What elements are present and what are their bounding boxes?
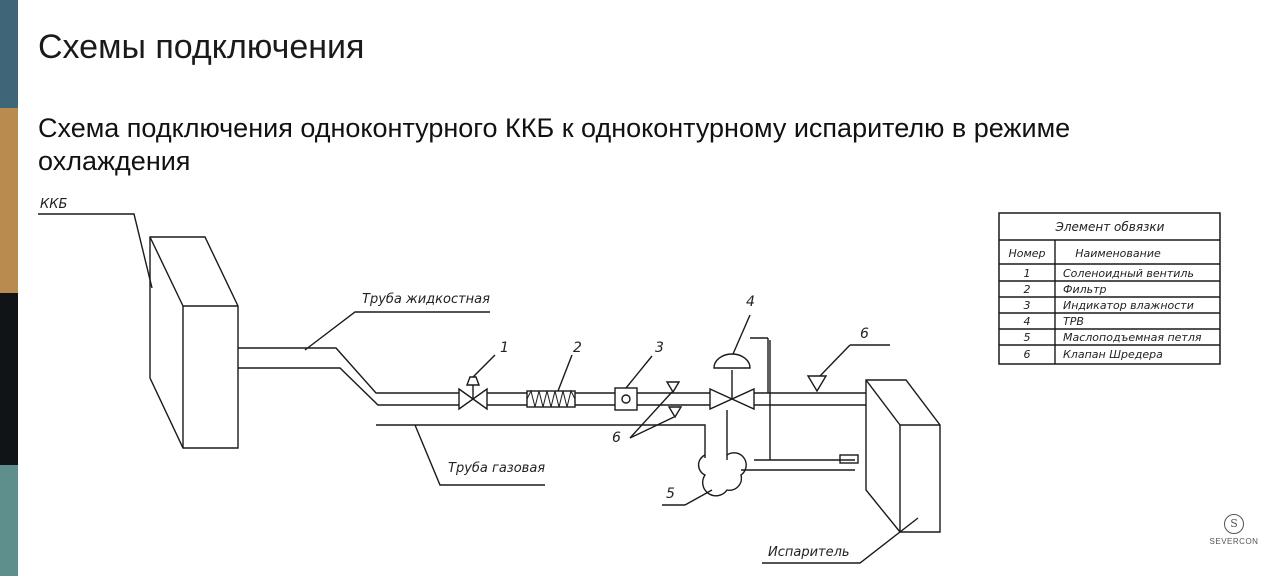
callout-4: 4 (746, 294, 755, 310)
legend-row-number: 5 (1024, 331, 1031, 344)
brand-emblem-icon: S (1224, 514, 1244, 534)
schrader-valve-gas (667, 406, 683, 419)
callout-6-left: 6 (612, 430, 621, 446)
legend-row-name: ТРВ (1063, 315, 1084, 328)
accent-stripe-teal (0, 465, 18, 576)
schrader-valve-evaporator (806, 344, 890, 393)
txv (709, 314, 769, 411)
oil-lift-loop (662, 340, 859, 506)
kkb-unit (149, 236, 239, 449)
evaporator (865, 379, 941, 533)
schrader-leaders (629, 391, 675, 439)
legend-row-number: 6 (1024, 348, 1031, 361)
gas-pipe (376, 410, 728, 460)
callout-1: 1 (500, 340, 509, 356)
moisture-indicator (614, 355, 653, 411)
slide-title: Схемы подключения (38, 28, 365, 66)
schrader-valve-liquid (665, 381, 681, 394)
liquid-pipe-leader (304, 311, 490, 351)
legend-header-number: Номер (1008, 247, 1045, 260)
legend-row-name: Фильтр (1063, 283, 1107, 296)
brand-logo: S SEVERCON (1206, 514, 1262, 546)
slide-subtitle: Схема подключения одноконтурного ККБ к о… (38, 113, 1071, 176)
legend-header-name: Наименование (1075, 247, 1161, 260)
callout-3: 3 (655, 340, 664, 356)
accent-stripe-ochre (0, 108, 18, 293)
legend-row-number: 4 (1024, 315, 1031, 328)
legend-row-name: Индикатор влажности (1063, 299, 1194, 312)
legend-title: Элемент обвязки (1055, 220, 1165, 234)
legend-row-number: 3 (1024, 299, 1031, 312)
accent-stripe-black (0, 293, 18, 465)
kkb-label: ККБ (40, 197, 67, 212)
kkb-leader (38, 213, 153, 289)
gas-pipe-leader (414, 424, 545, 486)
legend-row-name: Маслоподъемная петля (1063, 331, 1202, 344)
evaporator-leader (762, 517, 919, 564)
legend-table (998, 212, 1221, 365)
evaporator-supply-line (754, 392, 866, 406)
legend-row-name: Клапан Шредера (1063, 348, 1163, 361)
callout-5: 5 (666, 486, 675, 502)
filter (526, 354, 576, 408)
solenoid-valve (458, 354, 496, 411)
legend-row-number: 2 (1024, 283, 1031, 296)
callout-6-right: 6 (860, 326, 869, 342)
liquid-pipe-label: Труба жидкостная (362, 292, 490, 307)
legend-row-name: Соленоидный вентиль (1063, 267, 1194, 280)
brand-name: SEVERCON (1209, 537, 1259, 546)
legend-row-number: 1 (1024, 267, 1031, 280)
evaporator-label: Испаритель (768, 545, 850, 560)
liquid-pipe (238, 347, 710, 406)
gas-pipe-label: Труба газовая (448, 461, 545, 476)
accent-stripe-blue (0, 0, 18, 108)
callout-2: 2 (573, 340, 582, 356)
